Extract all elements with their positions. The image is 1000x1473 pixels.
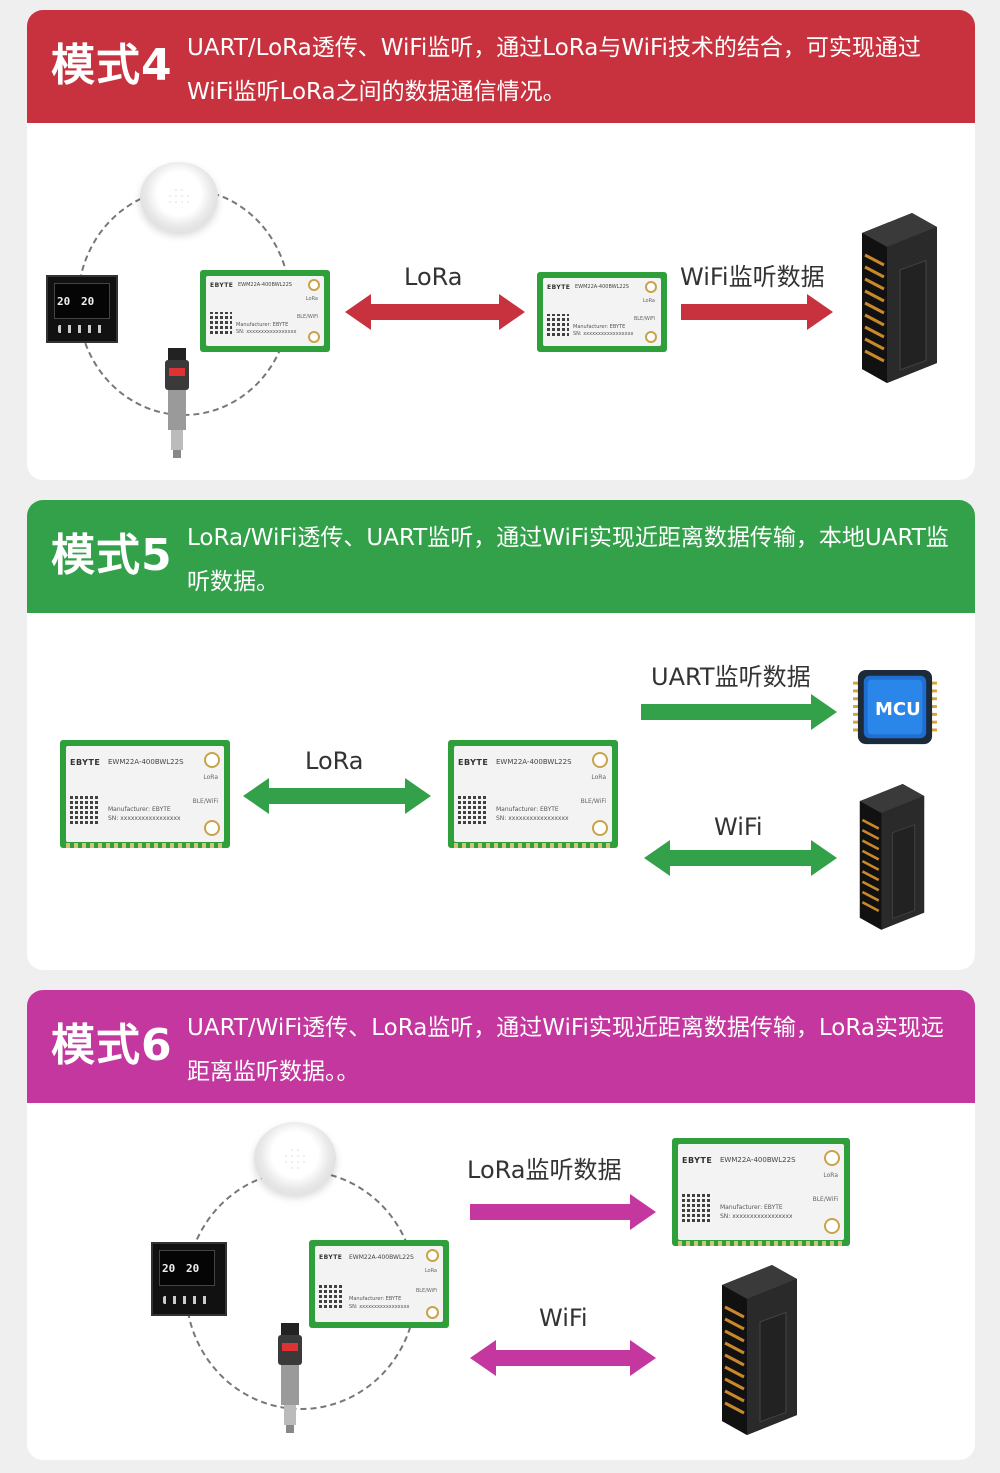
mode6-title: 模式6: [51, 1020, 173, 1071]
smoke-detector-icon: [140, 162, 218, 232]
thermostat-reading-1: 20: [162, 1262, 176, 1275]
antenna-connector-icon: [308, 279, 320, 291]
uart-listen-label: UART监听数据: [651, 663, 811, 691]
mode6-card: 模式6 UART/WiFi透传、LoRa监听，通过WiFi实现近距离数据传输，L…: [27, 990, 975, 1460]
thermostat-reading-2: 20: [81, 295, 95, 308]
pressure-sensor-icon: [165, 348, 189, 458]
server-rack-icon: [858, 784, 926, 932]
qr-code-icon: [458, 794, 488, 824]
antenna-connector-icon: [645, 331, 657, 343]
thermostat-reading-1: 20: [57, 295, 71, 308]
mcu-label: MCU: [875, 699, 921, 720]
antenna-connector-icon: [592, 820, 608, 836]
mcu-chip-icon: [853, 669, 937, 745]
antenna-connector-icon: [204, 752, 220, 768]
lora-wifi-module-2: EBYTE EWM22A-400BWL22S Manufacturer: EBY…: [537, 272, 667, 352]
wifi-double-arrow: [470, 1340, 656, 1376]
lora-wifi-module-2: EBYTE EWM22A-400BWL22S Manufacturer: EBY…: [448, 740, 618, 848]
mode6-description: UART/WiFi透传、LoRa监听，通过WiFi实现近距离数据传输，LoRa实…: [187, 1015, 944, 1085]
qr-code-icon: [210, 312, 232, 334]
lora-wifi-module-1: EBYTE EWM22A-400BWL22S Manufacturer: EBY…: [200, 270, 330, 352]
mode6-header: 模式6 UART/WiFi透传、LoRa监听，通过WiFi实现近距离数据传输，L…: [27, 990, 975, 1103]
wifi-listen-label: WiFi监听数据: [680, 263, 825, 291]
antenna-connector-icon: [426, 1306, 439, 1319]
wifi-link-label: WiFi: [714, 813, 763, 841]
mode5-card: 模式5 LoRa/WiFi透传、UART监听，通过WiFi实现近距离数据传输，本…: [27, 500, 975, 970]
wifi-double-arrow: [644, 840, 837, 876]
antenna-connector-icon: [592, 752, 608, 768]
mode5-description: LoRa/WiFi透传、UART监听，通过WiFi实现近距离数据传输，本地UAR…: [187, 525, 949, 595]
thermostat-panel-icon: 20 20: [46, 275, 118, 343]
antenna-connector-icon: [204, 820, 220, 836]
lora-link-label: LoRa: [305, 747, 364, 775]
lora-wifi-module-1: EBYTE EWM22A-400BWL22S Manufacturer: EBY…: [309, 1240, 449, 1328]
server-rack-icon: [720, 1265, 799, 1437]
mode5-header: 模式5 LoRa/WiFi透传、UART监听，通过WiFi实现近距离数据传输，本…: [27, 500, 975, 613]
qr-code-icon: [70, 794, 100, 824]
uart-listen-arrow: [641, 694, 837, 730]
wifi-listen-arrow: [681, 294, 833, 330]
lora-double-arrow: [243, 778, 431, 814]
lora-double-arrow: [345, 294, 525, 330]
mode4-title: 模式4: [51, 40, 173, 91]
antenna-connector-icon: [824, 1150, 840, 1166]
qr-code-icon: [682, 1192, 712, 1222]
thermostat-reading-2: 20: [186, 1262, 200, 1275]
lora-listen-arrow: [470, 1194, 656, 1230]
qr-code-icon: [547, 314, 569, 336]
wifi-link-label: WiFi: [539, 1304, 588, 1332]
mode4-card: 模式4 UART/LoRa透传、WiFi监听，通过LoRa与WiFi技术的结合，…: [27, 10, 975, 480]
lora-wifi-module-1: EBYTE EWM22A-400BWL22S Manufacturer: EBY…: [60, 740, 230, 848]
lora-wifi-module-2: EBYTE EWM22A-400BWL22S Manufacturer: EBY…: [672, 1138, 850, 1246]
server-rack-icon: [860, 213, 939, 385]
mode4-description: UART/LoRa透传、WiFi监听，通过LoRa与WiFi技术的结合，可实现通…: [187, 35, 921, 105]
lora-listen-label: LoRa监听数据: [467, 1156, 622, 1184]
antenna-connector-icon: [426, 1249, 439, 1262]
antenna-connector-icon: [645, 281, 657, 293]
pressure-sensor-icon: [278, 1323, 302, 1433]
antenna-connector-icon: [308, 331, 320, 343]
mode5-title: 模式5: [51, 530, 173, 581]
qr-code-icon: [319, 1284, 343, 1308]
lora-link-label: LoRa: [404, 263, 463, 291]
smoke-detector-icon: [254, 1122, 336, 1194]
mode4-header: 模式4 UART/LoRa透传、WiFi监听，通过LoRa与WiFi技术的结合，…: [27, 10, 975, 123]
antenna-connector-icon: [824, 1218, 840, 1234]
thermostat-panel-icon: 20 20: [151, 1242, 227, 1316]
